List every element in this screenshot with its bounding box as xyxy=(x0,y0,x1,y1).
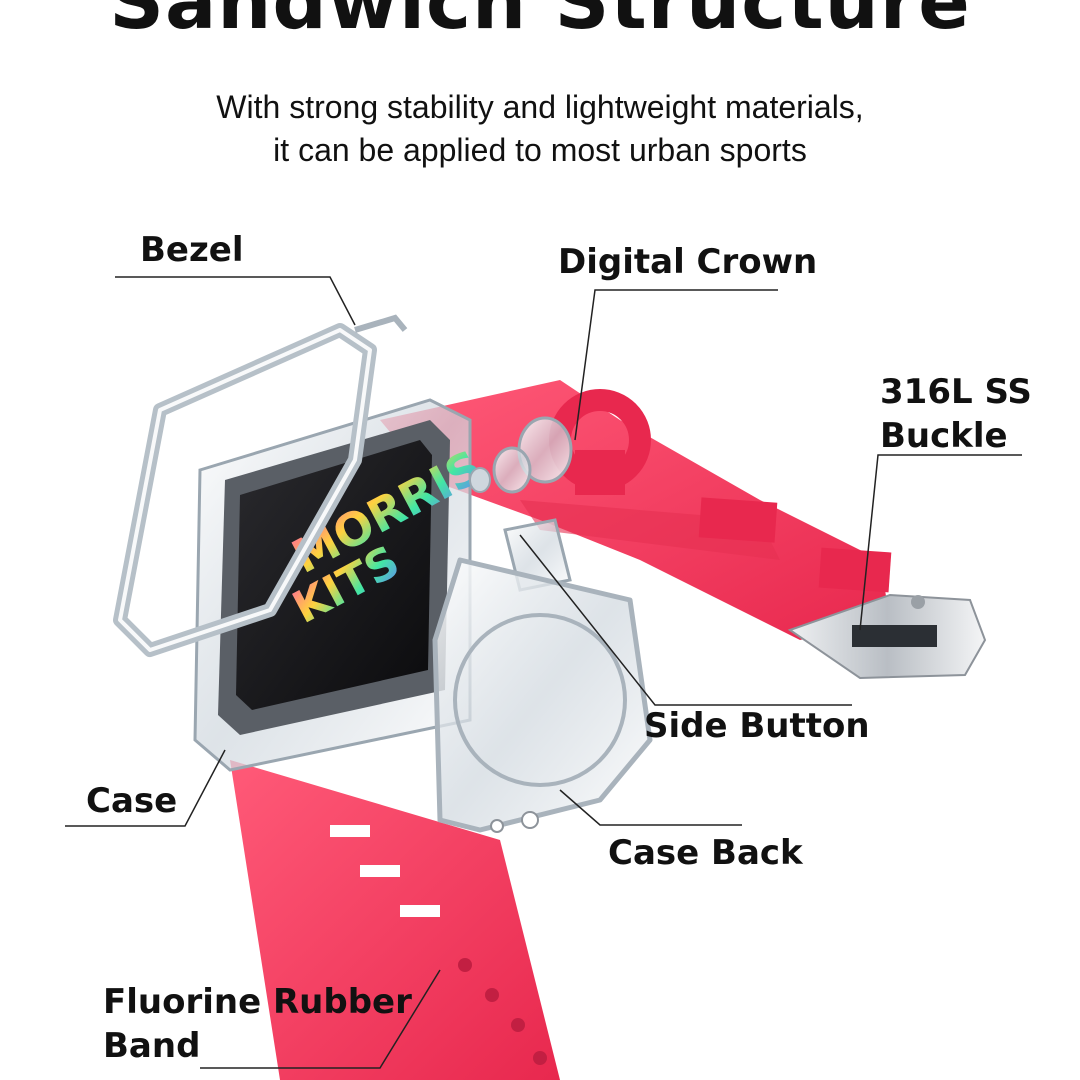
label-bezel: Bezel xyxy=(140,230,244,270)
leader-case xyxy=(65,749,226,827)
upper-band xyxy=(380,380,892,640)
leader-lines xyxy=(65,276,1022,1069)
watch-bezel xyxy=(113,314,408,657)
digital-crown-part xyxy=(469,416,573,494)
label-buckle-line-2: Buckle xyxy=(880,416,1008,457)
label-case: Case xyxy=(86,781,178,821)
label-buckle: 316L SS Buckle xyxy=(880,370,1032,458)
label-buckle-line-1: 316L SS xyxy=(880,372,1032,412)
label-case-back: Case Back xyxy=(608,833,803,873)
subtitle-line-2: it can be applied to most urban sports xyxy=(273,132,807,169)
label-digital-crown: Digital Crown xyxy=(558,242,818,282)
lower-band xyxy=(230,760,560,1080)
leader-side-button xyxy=(519,534,852,706)
leader-digital-crown xyxy=(574,289,778,441)
page-subtitle: With strong stability and lightweight ma… xyxy=(0,86,1080,172)
leader-case-back xyxy=(559,789,742,826)
leader-bezel xyxy=(115,276,356,326)
watch-case: MORRIS KITS xyxy=(193,398,491,772)
case-back xyxy=(432,557,653,833)
label-side-button: Side Button xyxy=(644,706,870,746)
label-band: Fluorine Rubber Band xyxy=(103,980,412,1068)
leader-band xyxy=(200,969,441,1069)
subtitle-line-1: With strong stability and lightweight ma… xyxy=(216,89,864,125)
buckle xyxy=(787,593,987,680)
leader-buckle xyxy=(859,454,1022,631)
page-title: Sandwich Structure xyxy=(109,0,971,46)
label-band-line-1: Fluorine Rubber xyxy=(103,982,412,1022)
label-band-line-2: Band xyxy=(103,1026,201,1067)
